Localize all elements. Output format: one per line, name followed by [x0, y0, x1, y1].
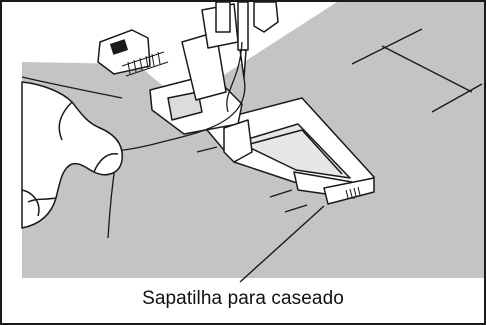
front-teeth: [345, 186, 361, 199]
caption-leader-line: [239, 205, 325, 283]
hand: [21, 81, 123, 229]
needle-clamp: [253, 2, 279, 33]
presser-foot: [97, 2, 375, 205]
figure-caption: Sapatilha para caseado: [142, 288, 344, 309]
buttonhole-foot-illustration: [21, 2, 484, 283]
adjusting-screw-threads: [121, 51, 169, 77]
